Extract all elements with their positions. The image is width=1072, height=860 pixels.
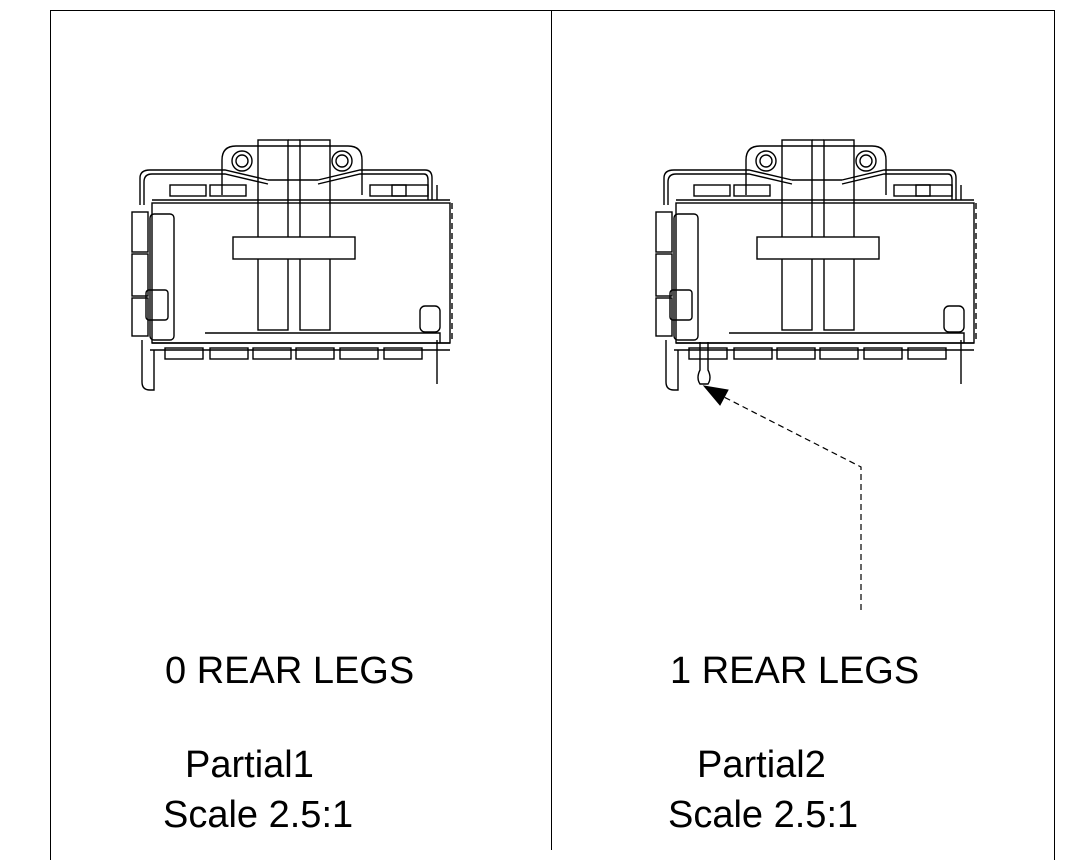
cover-right-top	[841, 169, 957, 200]
cover-left-top-inner	[667, 173, 793, 205]
strap-right	[299, 139, 331, 331]
bottom-contact-1	[733, 347, 773, 360]
left-plate-upper	[655, 211, 673, 253]
left-plate-middle	[655, 253, 673, 297]
housing-body	[675, 202, 975, 344]
cover-right-top-inner	[841, 173, 953, 200]
leader-line	[719, 394, 862, 610]
cover-right-top	[317, 169, 433, 200]
leader-arrowhead	[702, 385, 729, 406]
scale-partial2: Scale 2.5:1	[668, 794, 859, 836]
caption-partial2: 1 REAR LEGS	[670, 650, 920, 692]
mount-hole-right-inner	[859, 154, 873, 168]
top-tab-outline	[745, 145, 887, 195]
bottom-contact-5	[383, 347, 423, 360]
top-contact-1	[209, 184, 247, 197]
bottom-inner-rail	[729, 332, 965, 343]
housing-body	[151, 202, 451, 344]
view-name-partial2: Partial2	[697, 744, 826, 786]
cover-left-top	[663, 169, 793, 205]
left-plate-middle	[131, 253, 149, 297]
bottom-contact-3	[295, 347, 335, 360]
left-latch-tab	[669, 289, 693, 321]
strap-left	[257, 139, 289, 331]
view-name-partial1: Partial1	[185, 744, 314, 786]
strap-left	[781, 139, 813, 331]
top-tab-outline	[221, 145, 363, 195]
top-contact-3	[915, 184, 953, 197]
panel-divider	[551, 10, 552, 850]
top-contact-3	[391, 184, 429, 197]
top-contact-2	[893, 184, 931, 197]
bottom-contact-2	[252, 347, 292, 360]
right-latch	[419, 305, 441, 333]
sheet-frame	[50, 10, 1055, 860]
label-band	[232, 236, 356, 260]
leader-arrow	[702, 385, 862, 610]
left-latch	[149, 213, 175, 341]
top-contact-1	[733, 184, 771, 197]
left-foot	[141, 340, 155, 391]
right-latch	[943, 305, 965, 333]
strap-right	[823, 139, 855, 331]
bottom-contact-4	[863, 347, 903, 360]
cover-right-top-inner	[317, 173, 429, 200]
partial1-view	[131, 139, 453, 391]
cover-left-top-inner	[143, 173, 269, 205]
top-contact-2	[369, 184, 407, 197]
left-latch	[673, 213, 699, 341]
mount-hole-right	[331, 150, 353, 172]
bottom-contact-4	[339, 347, 379, 360]
bottom-contact-2	[776, 347, 816, 360]
left-latch-tab	[145, 289, 169, 321]
top-contact-0	[169, 184, 207, 197]
left-foot	[665, 340, 679, 391]
bottom-contact-5	[907, 347, 947, 360]
mount-hole-left	[755, 150, 777, 172]
bottom-contact-3	[819, 347, 859, 360]
caption-partial1: 0 REAR LEGS	[165, 650, 415, 692]
bottom-contact-1	[209, 347, 249, 360]
rear-leg	[697, 342, 711, 385]
bottom-inner-rail	[205, 332, 441, 343]
partial2-view	[655, 139, 977, 391]
top-contact-0	[693, 184, 731, 197]
scale-partial1: Scale 2.5:1	[163, 794, 354, 836]
left-plate-lower	[131, 297, 149, 337]
left-plate-upper	[131, 211, 149, 253]
mount-hole-right-inner	[335, 154, 349, 168]
mount-hole-left	[231, 150, 253, 172]
label-band	[756, 236, 880, 260]
left-plate-lower	[655, 297, 673, 337]
mount-hole-left-inner	[759, 154, 773, 168]
mount-hole-left-inner	[235, 154, 249, 168]
mount-hole-right	[855, 150, 877, 172]
cover-left-top	[139, 169, 269, 205]
bottom-contact-0	[164, 347, 204, 360]
